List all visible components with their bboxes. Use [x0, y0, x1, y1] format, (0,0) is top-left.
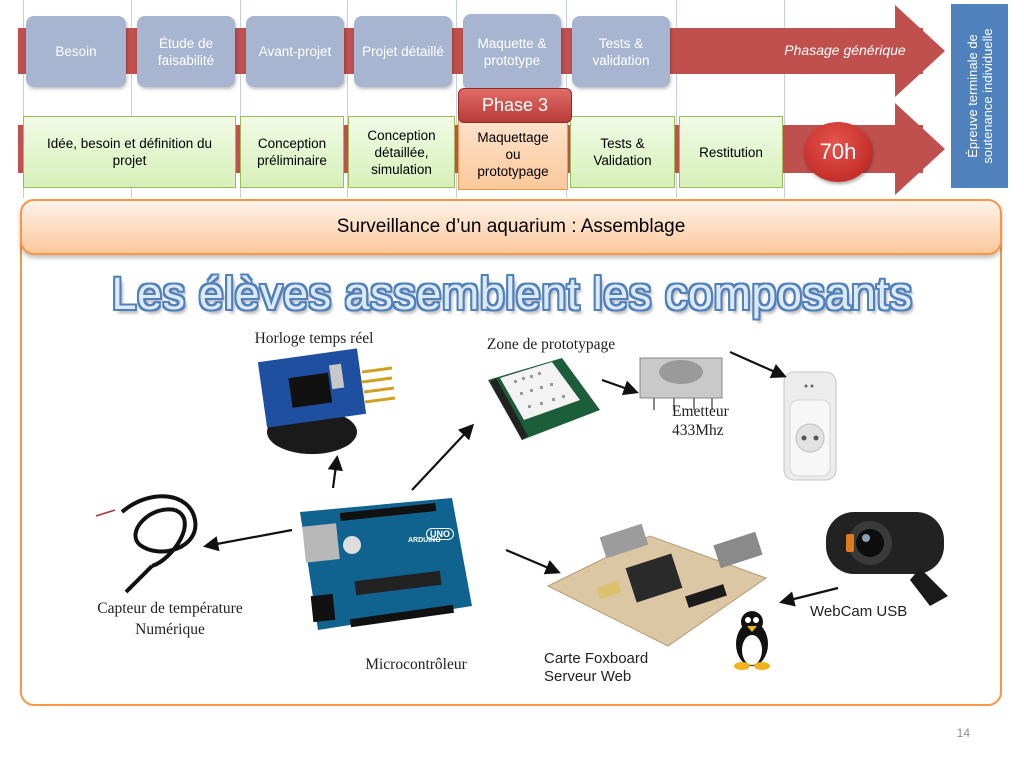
assembly-diagram	[95, 348, 948, 670]
column-divider	[676, 0, 677, 198]
generic-phase-label: Phasage générique	[784, 42, 906, 58]
proto-shield-image	[488, 358, 600, 440]
board-model-text: UNO	[426, 528, 454, 540]
column-divider	[23, 0, 24, 198]
duration-badge: 70h	[804, 122, 872, 182]
column-divider	[456, 0, 457, 198]
proto-zone-caption: Zone de prototypage	[486, 336, 616, 353]
rtc-module-image	[257, 348, 396, 454]
generic-step-projet-detaille: Projet détaillé	[354, 16, 452, 87]
generic-phase-arrowhead	[895, 5, 945, 97]
project-step-restitution: Restitution	[679, 116, 783, 188]
board-brand-text: ARDUINO	[408, 537, 441, 544]
foxboard-image	[546, 523, 768, 647]
column-divider	[347, 0, 348, 198]
project-phase-arrowhead	[895, 103, 945, 195]
microcontroller-caption: Microcontrôleur	[365, 656, 467, 673]
arduino-board-image	[300, 498, 472, 630]
generic-step-besoin: Besoin	[26, 16, 126, 87]
temperature-probe-image	[95, 494, 198, 594]
webcam-caption: WebCam USB	[810, 603, 908, 620]
generic-step-faisabilite: Étude de faisabilité	[137, 16, 235, 87]
webcam-image	[826, 512, 948, 606]
column-divider	[240, 0, 241, 198]
temp-sensor-caption: Capteur de température Numérique	[97, 600, 243, 638]
slide-banner: Surveillance d’un aquarium : Assemblage	[20, 199, 1002, 255]
project-step-conception-preliminaire: Conception préliminaire	[240, 116, 344, 188]
foxboard-caption: Carte Foxboard Serveur Web	[544, 650, 649, 685]
generic-step-maquette: Maquette & prototype	[463, 14, 561, 90]
project-step-tests: Tests & Validation	[570, 116, 675, 188]
slide-headline: Les élèves assemblent les composants	[111, 268, 913, 319]
emitter-module-image	[639, 357, 723, 410]
column-divider	[131, 0, 132, 198]
project-step-idee: Idée, besoin et définition du projet	[23, 116, 236, 188]
epreuve-box: Épreuve terminale de soutenance individu…	[951, 4, 1008, 188]
project-step-maquettage: Maquettage ou prototypage	[458, 118, 568, 190]
emitter-caption: Emetteur 433Mhz	[672, 403, 729, 439]
project-step-conception-detaillee: Conception détaillée, simulation	[348, 116, 455, 188]
generic-step-avant-projet: Avant-projet	[246, 16, 344, 87]
tux-penguin-image	[734, 611, 770, 670]
epreuve-label: Épreuve terminale de soutenance individu…	[964, 28, 995, 164]
page-number: 14	[956, 726, 970, 740]
flow-arrows	[202, 350, 839, 607]
rtc-caption: Horloge temps réel	[254, 330, 374, 347]
column-divider	[784, 0, 785, 198]
generic-step-tests: Tests & validation	[572, 16, 670, 87]
current-phase-badge: Phase 3	[458, 88, 572, 123]
power-socket-image	[783, 371, 837, 481]
